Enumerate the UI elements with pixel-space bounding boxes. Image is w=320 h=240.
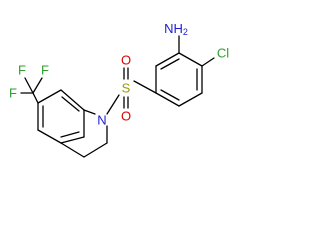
fluorine-left-label: F [9,86,17,101]
bond [37,89,62,104]
bond [61,96,80,112]
atom-labels: NH2 Cl S O O N F F F [9,21,229,128]
chlorine-label: Cl [217,46,229,61]
fluorine-top-left-label: F [18,63,26,78]
bond [32,92,39,104]
bond [32,77,43,94]
ring-nitrogen-label: N [97,113,106,128]
sulfur-label: S [122,81,131,96]
bond [60,142,85,158]
amine-label: NH2 [164,21,188,38]
chemical-structure: NH2 Cl S O O N F F F [9,21,229,158]
bond [201,57,215,67]
bond [160,89,180,101]
bond [24,77,34,94]
bond-lines [20,35,215,158]
bond [83,142,108,158]
bond [60,131,80,138]
bond [60,89,85,111]
bond [178,52,203,67]
bond [106,94,120,115]
bond [37,129,62,144]
bond [178,92,203,107]
oxygen-top-label: O [121,53,131,68]
bond [60,136,85,144]
bond [160,58,180,70]
bond [155,52,180,67]
bond [133,80,157,94]
oxygen-bottom-label: O [121,109,131,124]
bond [83,109,96,115]
bond [155,92,180,107]
fluorine-top-right-label: F [41,63,49,78]
